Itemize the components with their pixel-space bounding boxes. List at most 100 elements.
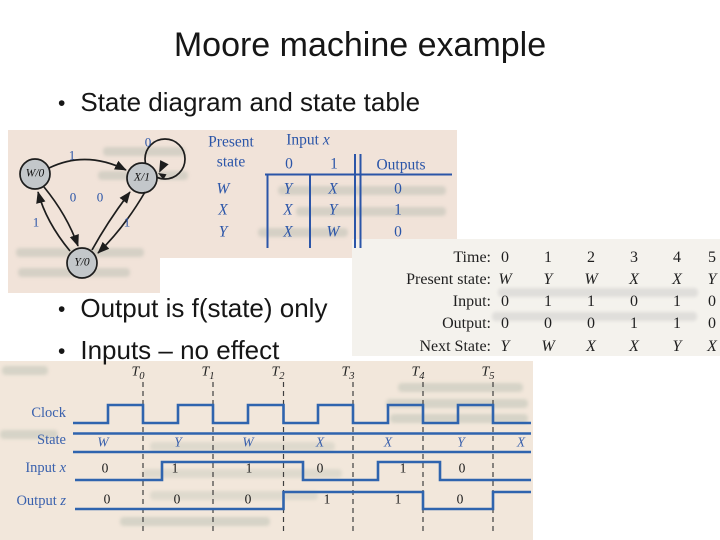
- input-bit: 0: [316, 460, 324, 476]
- state-table-cell: W: [216, 180, 230, 198]
- bleed-artifact: [492, 312, 697, 321]
- timing-table-label-present: Present state:: [406, 271, 491, 288]
- timing-table-cell: X: [629, 271, 639, 288]
- timing-table-cell: 1: [630, 315, 638, 332]
- timing-table-cell: Y: [543, 271, 553, 288]
- timing-table-cell: 0: [501, 249, 509, 266]
- edge-label-y-to-x: 0: [96, 189, 104, 205]
- bleed-artifact: [386, 399, 528, 408]
- bullet-item-1: • State diagram and state table: [58, 88, 420, 117]
- timing-table-cell: 1: [544, 293, 552, 310]
- state-table-cell: X: [218, 201, 228, 219]
- timing-table-cell: 2: [587, 249, 595, 266]
- t-label-0: T0: [131, 364, 145, 383]
- timing-table-cell: 0: [587, 315, 595, 332]
- bullet-marker: •: [58, 340, 66, 363]
- timing-table-cell: W: [541, 338, 555, 355]
- bleed-artifact: [258, 228, 348, 237]
- state-table-cell: X: [283, 223, 293, 241]
- timing-table-cell: 0: [544, 315, 552, 332]
- bullet-item-3: • Inputs – no effect: [58, 336, 279, 365]
- timing-table-label-output: Output:: [442, 315, 491, 332]
- input-bit: 1: [245, 460, 253, 476]
- timing-table-cell: 1: [587, 293, 595, 310]
- signal-label-input-x: Input x: [25, 460, 66, 476]
- state-table-cell: X: [328, 180, 338, 198]
- edge-label-w-to-y: 0: [69, 189, 77, 205]
- timing-table-cell: 5: [708, 249, 716, 266]
- output-bit: 1: [394, 491, 402, 507]
- state-table-col-label-0: 0: [285, 155, 293, 173]
- timing-table-cell: 0: [708, 293, 716, 310]
- bleed-artifact: [103, 147, 185, 156]
- bleed-artifact: [398, 383, 523, 392]
- scan-timing-table: [352, 239, 720, 356]
- timing-table-cell: W: [584, 271, 598, 288]
- state-table-header-input: Input x: [286, 131, 330, 149]
- state-table-header-state: state: [216, 153, 246, 171]
- bleed-artifact: [150, 442, 335, 451]
- state-table-col-label-1: 1: [330, 155, 338, 173]
- state-node-w-label: W/0: [25, 167, 45, 180]
- bleed-artifact: [0, 430, 58, 439]
- timing-table-cell: X: [707, 338, 717, 355]
- output-bit: 1: [323, 491, 331, 507]
- signal-label-clock: Clock: [31, 405, 66, 421]
- edge-label-x-self: 0: [144, 134, 152, 150]
- input-bit: 0: [101, 460, 109, 476]
- timing-table-label-time: Time:: [453, 249, 491, 266]
- signal-label-output-z: Output z: [16, 493, 66, 509]
- state-table-cell: W: [326, 223, 340, 241]
- timing-table-label-next: Next State:: [419, 338, 491, 355]
- timing-table-cell: 1: [673, 315, 681, 332]
- bleed-artifact: [390, 414, 528, 423]
- state-table-cell: X: [283, 201, 293, 219]
- signal-label-state: State: [37, 432, 66, 448]
- t-label-5: T5: [481, 364, 495, 383]
- bus-state-letter: X: [315, 434, 325, 450]
- timing-table-cell: W: [498, 271, 512, 288]
- bus-state-letter: W: [242, 434, 254, 450]
- input-bit: 1: [171, 460, 179, 476]
- bullet-marker: •: [58, 92, 66, 115]
- bullet-text-3: Inputs – no effect: [80, 335, 280, 365]
- timing-table-cell: X: [672, 271, 682, 288]
- bullet-text-1: State diagram and state table: [80, 87, 421, 117]
- timing-table-cell: X: [629, 338, 639, 355]
- t-label-2: T2: [271, 364, 285, 383]
- timing-table-cell: Y: [672, 338, 682, 355]
- timing-table-cell: Y: [500, 338, 510, 355]
- state-table-cell: Y: [218, 223, 228, 241]
- bus-state-letter: W: [97, 434, 109, 450]
- output-bit: 0: [244, 491, 252, 507]
- edge-label-x-to-y: 1: [123, 214, 131, 230]
- state-table-cell: 0: [394, 180, 402, 198]
- input-bit: 1: [399, 460, 407, 476]
- timing-table-cell: Y: [707, 271, 717, 288]
- timing-table-cell: 0: [501, 315, 509, 332]
- output-bit: 0: [456, 491, 464, 507]
- output-bit: 0: [173, 491, 181, 507]
- state-table-cell: Y: [328, 201, 338, 219]
- state-table-cell: 1: [394, 201, 402, 219]
- state-table-header-outputs: Outputs: [376, 156, 426, 174]
- timing-table-cell: 0: [630, 293, 638, 310]
- input-bit: 0: [458, 460, 466, 476]
- bleed-artifact: [2, 366, 48, 375]
- timing-table-label-input: Input:: [452, 293, 491, 310]
- bullet-item-2: • Output is f(state) only: [58, 294, 327, 323]
- bleed-artifact: [120, 517, 270, 526]
- timing-table-cell: 3: [630, 249, 638, 266]
- timing-table-cell: X: [586, 338, 596, 355]
- bus-state-letter: X: [383, 434, 393, 450]
- edge-label-w-to-x: 1: [68, 147, 76, 163]
- timing-table-cell: 0: [708, 315, 716, 332]
- state-table-header-present: Present: [208, 133, 254, 151]
- output-bit: 0: [103, 491, 111, 507]
- timing-table-cell: 0: [501, 293, 509, 310]
- bullet-marker: •: [58, 298, 66, 321]
- bleed-artifact: [498, 288, 698, 297]
- bus-state-letter: Y: [457, 434, 465, 450]
- scan-state-diagram-and-table: [8, 130, 457, 258]
